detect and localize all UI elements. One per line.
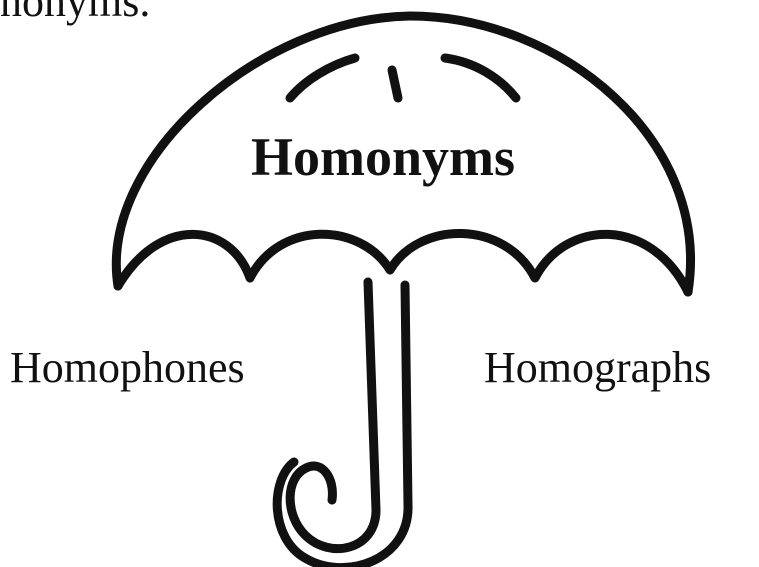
umbrella-highlight-right [445, 58, 516, 98]
umbrella-handle-outer [290, 282, 376, 549]
homophones-label: Homophones [10, 346, 245, 390]
diagram-title: Homonyms [251, 130, 515, 184]
umbrella-highlight-left [290, 58, 355, 98]
top-text-fragment: nonyms. [0, 0, 150, 24]
homographs-label: Homographs [484, 346, 711, 390]
umbrella-highlight-center [392, 70, 398, 98]
